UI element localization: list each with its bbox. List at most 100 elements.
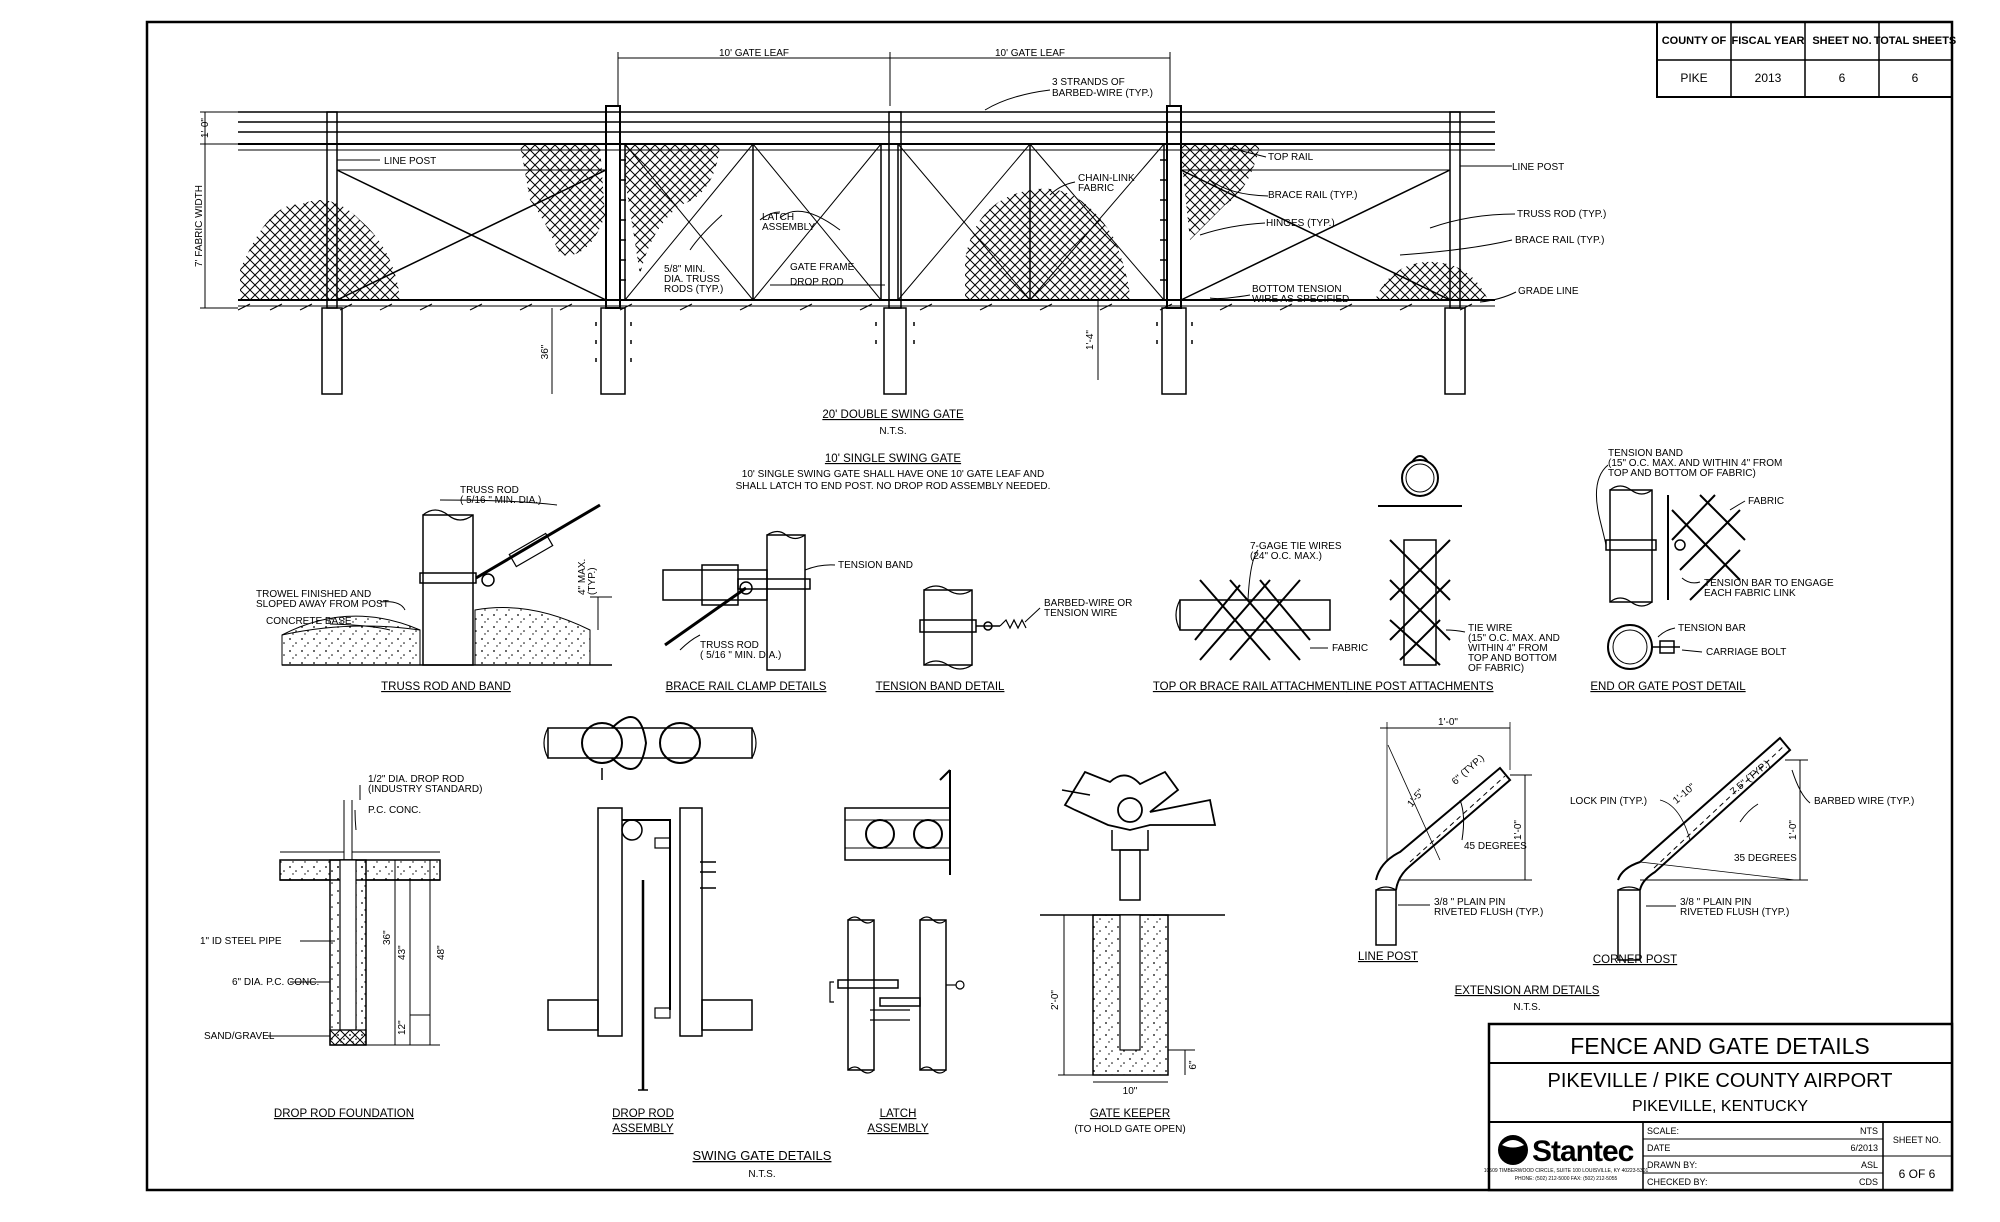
sheet-title: FENCE AND GATE DETAILS — [1570, 1033, 1869, 1059]
drop-rod-foundation-title: DROP ROD FOUNDATION — [274, 1108, 414, 1120]
fiscal-year-header: FISCAL YEAR — [1732, 35, 1805, 47]
keeper-depth-dim: 6" — [1188, 1060, 1199, 1070]
barbed-or-tension-1: BARBED-WIRE OR — [1044, 598, 1132, 609]
company-address: 10509 TIMBERWOOD CIRCLE, SUITE 100 LOUIS… — [1484, 1168, 1649, 1174]
checked-by-value: CDS — [1859, 1177, 1878, 1187]
corner-pin-label-1: 3/8 " PLAIN PIN — [1680, 897, 1751, 908]
chain-link-label-1: CHAIN-LINK — [1078, 173, 1135, 184]
right-leaf-dim: 10' GATE LEAF — [995, 48, 1065, 59]
brace-rail-label: BRACE RAIL (TYP.) — [1268, 190, 1357, 201]
checked-by-label: CHECKED BY: — [1647, 1177, 1708, 1187]
end-band-label-1: TENSION BAND — [1608, 448, 1683, 459]
total-sheets-header: TOTAL SHEETS — [1874, 35, 1957, 47]
arm-pin-label-2: RIVETED FLUSH (TYP.) — [1434, 907, 1543, 918]
trowel-label-2: SLOPED AWAY FROM POST — [256, 599, 389, 610]
lock-pin-label: LOCK PIN (TYP.) — [1570, 796, 1647, 807]
clamp-truss-label-2: ( 5/16 " MIN. DIA.) — [700, 650, 781, 661]
keeper-width-dim: 10" — [1123, 1086, 1138, 1097]
tie-wire-label-1: TIE WIRE — [1468, 623, 1513, 634]
corner-barbed-label: BARBED WIRE (TYP.) — [1814, 796, 1914, 807]
latch-assembly-title-2: ASSEMBLY — [867, 1123, 928, 1135]
drop-rod-foundation-labels: 1/2" DIA. DROP ROD (INDUSTRY STANDARD) P… — [200, 774, 482, 1120]
latch-assembly-title-1: LATCH — [880, 1108, 917, 1120]
extension-arm-corner-post-labels: LOCK PIN (TYP.) 1'-10" 7.5" (TYP.) BARBE… — [1455, 759, 1915, 1014]
scale-value: NTS — [1860, 1126, 1878, 1136]
tension-band-title: TENSION BAND DETAIL — [876, 681, 1005, 693]
pc-conc-label: P.C. CONC. — [368, 805, 421, 816]
tie-wire-label-4: TOP AND BOTTOM — [1468, 653, 1557, 664]
truss-rod-band-labels: TRUSS ROD ( 5/16 " MIN. DIA.) TROWEL FIN… — [256, 485, 598, 693]
single-gate-note-1: 10' SINGLE SWING GATE SHALL HAVE ONE 10'… — [742, 469, 1044, 480]
drop-rod-label-1: 1/2" DIA. DROP ROD — [368, 774, 464, 785]
tie-wire-label-5: OF FABRIC) — [1468, 663, 1524, 674]
hinges-label: HINGES (TYP.) — [1266, 218, 1335, 229]
truss-label-1: TRUSS ROD — [460, 485, 519, 496]
top-rail-attachment-detail — [1175, 549, 1331, 661]
company-name: Stantec — [1532, 1135, 1634, 1168]
dim-36: 36" — [382, 930, 393, 945]
truss-rods-label-1: 5/8" MIN. — [664, 264, 705, 275]
carriage-bolt-label: CARRIAGE BOLT — [1706, 647, 1786, 658]
arm-angle-label: 45 DEGREES — [1464, 841, 1527, 852]
gate-keeper-detail — [1040, 770, 1225, 1083]
tie-wire-label-3: WITHIN 4" FROM — [1468, 643, 1548, 654]
county-title-block: COUNTY OF FISCAL YEAR SHEET NO. TOTAL SH… — [1656, 21, 1957, 98]
single-gate-note-2: SHALL LATCH TO END POST. NO DROP ROD ASS… — [736, 481, 1051, 492]
tension-band-labels: BARBED-WIRE OR TENSION WIRE TENSION BAND… — [876, 598, 1133, 693]
drop-rod-label: DROP ROD — [790, 277, 844, 288]
sand-gravel-label: SAND/GRAVEL — [204, 1031, 275, 1042]
gate-frame-label: GATE FRAME — [790, 262, 855, 273]
tension-band-detail — [919, 585, 1041, 670]
fabric-width-dim: 7' FABRIC WIDTH — [194, 185, 205, 267]
left-leaf-dim: 10' GATE LEAF — [719, 48, 789, 59]
corner-pin-label-2: RIVETED FLUSH (TYP.) — [1680, 907, 1789, 918]
double-swing-gate-labels: 10' GATE LEAF 10' GATE LEAF 1'-0" 7' FAB… — [194, 48, 1606, 492]
drop-rod-foundation-detail — [268, 785, 441, 1046]
sheet-no-value: 6 — [1839, 71, 1846, 85]
dia-conc-label: 6" DIA. P.C. CONC. — [232, 977, 319, 988]
stantec-logo-mark — [1498, 1135, 1528, 1165]
clear-dim: 1'-4" — [1085, 330, 1096, 350]
clamp-truss-label-1: TRUSS ROD — [700, 640, 759, 651]
fabric-label: FABRIC — [1332, 643, 1368, 654]
arm-line-post-title: LINE POST — [1358, 951, 1418, 963]
airport-name: PIKEVILLE / PIKE COUNTY AIRPORT — [1548, 1070, 1893, 1092]
arm-top-dim: 1'-0" — [1438, 717, 1458, 728]
end-bar-label-2: EACH FABRIC LINK — [1704, 588, 1796, 599]
tie-wire-label-2: (15" O.C. MAX. AND — [1468, 633, 1560, 644]
drawn-by-value: ASL — [1861, 1160, 1878, 1170]
latch-assembly-labels: LATCH ASSEMBLY — [867, 1108, 928, 1135]
end-band-label-2: (15" O.C. MAX. AND WITHIN 4" FROM — [1608, 458, 1782, 469]
drawn-by-label: DRAWN BY: — [1647, 1160, 1697, 1170]
top-rail-label: TOP RAIL — [1268, 152, 1314, 163]
arm-pin-label-1: 3/8 " PLAIN PIN — [1434, 897, 1505, 908]
county-value: PIKE — [1680, 71, 1707, 85]
barbed-label-2: BARBED-WIRE (TYP.) — [1052, 88, 1153, 99]
max-label-2: (TYP.) — [587, 567, 598, 595]
truss-rod-band-detail — [281, 499, 612, 666]
swing-gate-details-title: SWING GATE DETAILS — [693, 1148, 832, 1163]
trowel-label-1: TROWEL FINISHED AND — [256, 589, 371, 600]
grade-line-label: GRADE LINE — [1518, 286, 1579, 297]
drop-rod-label-2: (INDUSTRY STANDARD) — [368, 784, 482, 795]
company-phone: PHONE: (502) 212-5000 FAX: (502) 212-505… — [1515, 1176, 1618, 1182]
end-fabric-label: FABRIC — [1748, 496, 1784, 507]
top-rail-title: TOP OR BRACE RAIL ATTACHMENT — [1153, 681, 1347, 693]
corner-post-title: CORNER POST — [1593, 954, 1677, 966]
county-header: COUNTY OF — [1662, 35, 1727, 47]
end-post-labels: TENSION BAND (15" O.C. MAX. AND WITHIN 4… — [1590, 448, 1834, 693]
bottom-tension-label-1: BOTTOM TENSION — [1252, 284, 1342, 295]
truss-rods-label-3: RODS (TYP.) — [664, 284, 723, 295]
bottom-tension-label-2: WIRE AS SPECIFIED — [1252, 294, 1349, 305]
arm-spacing-dim: 6" (TYP.) — [1450, 753, 1487, 788]
brace-clamp-title: BRACE RAIL CLAMP DETAILS — [666, 681, 827, 693]
drop-rod-assembly-title-1: DROP ROD — [612, 1108, 674, 1120]
project-title-block: FENCE AND GATE DETAILS PIKEVILLE / PIKE … — [1484, 1022, 1954, 1192]
scale-label: SCALE: — [1647, 1126, 1679, 1136]
extension-arm-line-post-labels: 1'-0" 1'-5" 6" (TYP.) 1'-0" 45 DEGREES 3… — [1358, 717, 1543, 963]
truss-rod-band-title: TRUSS ROD AND BAND — [381, 681, 511, 693]
corner-arm-dim: 1'-10" — [1671, 781, 1698, 806]
barbed-or-tension-2: TENSION WIRE — [1044, 608, 1118, 619]
extension-arm-nts: N.T.S. — [1513, 1002, 1540, 1013]
